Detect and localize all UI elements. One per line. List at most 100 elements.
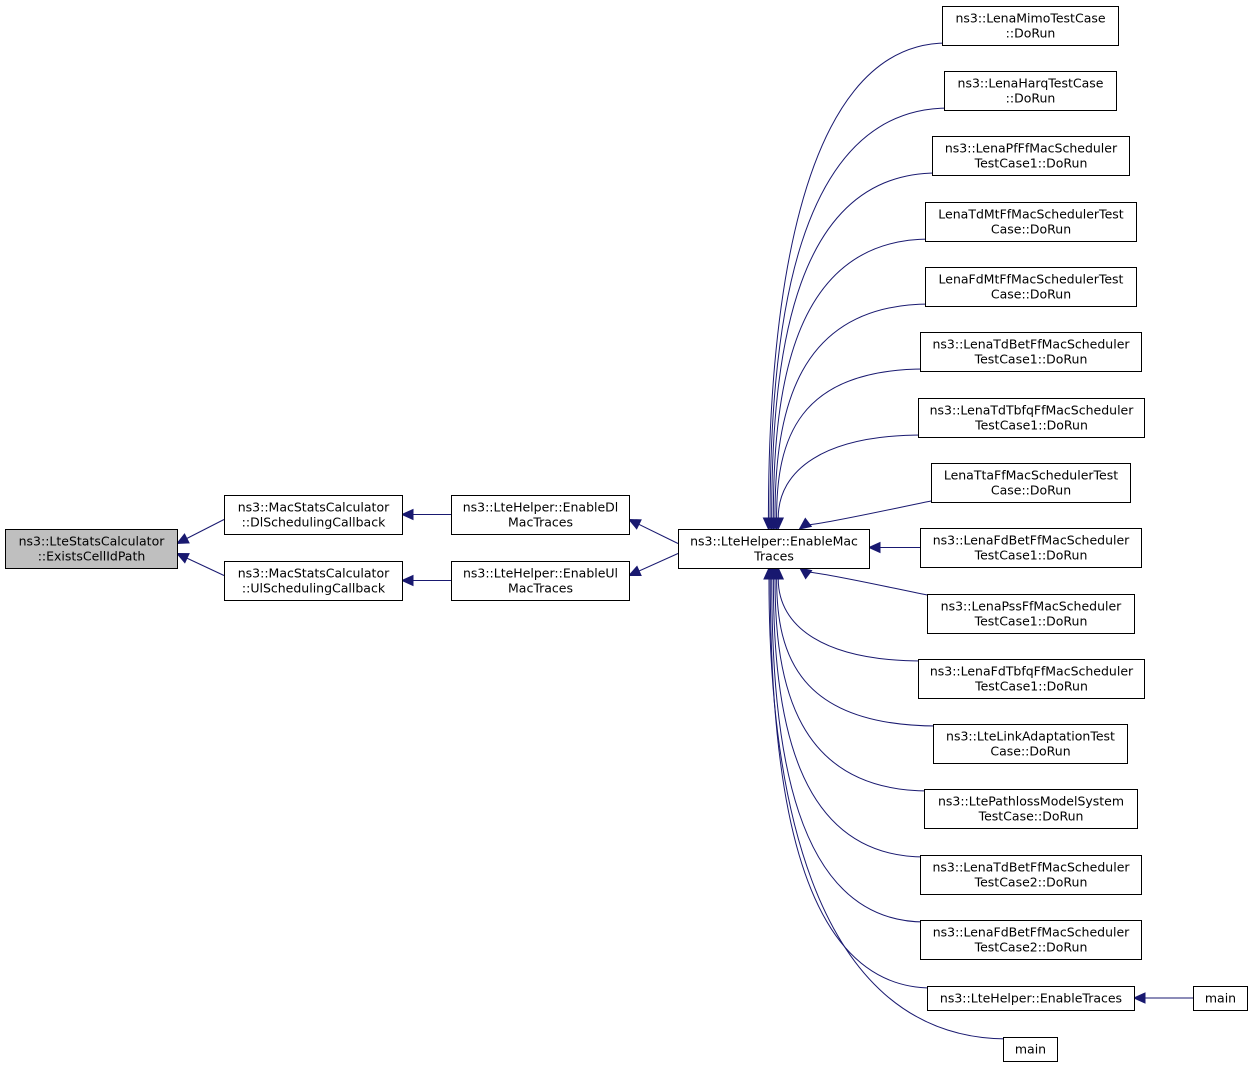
arrowhead xyxy=(627,518,642,530)
node-label: LenaFdMtFfMacSchedulerTest xyxy=(939,272,1124,287)
node-label: TestCase1::DoRun xyxy=(974,156,1088,171)
edge-c9-to-enablemac xyxy=(867,541,920,554)
node-label: TestCase2::DoRun xyxy=(974,940,1088,955)
node-box xyxy=(920,920,1142,960)
edge-enabledl-to-dlsched xyxy=(400,508,451,521)
node-c15[interactable]: ns3::LenaFdBetFfMacSchedulerTestCase2::D… xyxy=(920,920,1142,960)
node-box xyxy=(942,6,1119,46)
edge-enablemac-to-enabledl xyxy=(627,518,679,544)
edge-line xyxy=(772,238,931,519)
edge-main1-to-enabletraces xyxy=(1132,992,1193,1004)
node-box xyxy=(944,71,1117,111)
node-c3[interactable]: ns3::LenaPfFfMacSchedulerTestCase1::DoRu… xyxy=(932,136,1130,176)
arrowhead xyxy=(1132,992,1146,1004)
node-box xyxy=(5,529,178,569)
edge-c4-to-enablemac xyxy=(767,238,931,531)
node-label: Case::DoRun xyxy=(991,287,1071,302)
edge-line xyxy=(807,499,937,526)
edge-c7-to-enablemac xyxy=(772,434,924,531)
node-box xyxy=(224,561,403,601)
edge-c13-to-enablemac xyxy=(769,566,930,792)
node-c6[interactable]: ns3::LenaTdBetFfMacSchedulerTestCase1::D… xyxy=(920,332,1142,372)
edge-c8-to-enablemac xyxy=(798,499,937,530)
node-label: main xyxy=(1205,991,1236,1006)
edge-line xyxy=(777,578,924,662)
node-box xyxy=(927,986,1135,1011)
node-label: ns3::LteStatsCalculator xyxy=(19,534,166,549)
node-box xyxy=(920,332,1142,372)
nodes-layer: ns3::LteStatsCalculator::ExistsCellIdPat… xyxy=(5,6,1248,1062)
node-label: ns3::LteHelper::EnableTraces xyxy=(940,991,1122,1006)
node-label: ns3::MacStatsCalculator xyxy=(238,500,390,515)
node-label: ns3::LenaTdBetFfMacScheduler xyxy=(932,337,1130,352)
node-main2[interactable]: main xyxy=(1003,1037,1058,1062)
node-box xyxy=(224,495,403,535)
node-label: ns3::LenaFdBetFfMacScheduler xyxy=(933,925,1130,940)
node-label: ns3::LenaHarqTestCase xyxy=(958,76,1104,91)
node-label: ns3::LteHelper::EnableMac xyxy=(690,534,858,549)
node-c7[interactable]: ns3::LenaTdTbfqFfMacSchedulerTestCase1::… xyxy=(918,398,1145,438)
node-label: ns3::LenaPfFfMacScheduler xyxy=(945,141,1118,156)
edge-line xyxy=(769,578,933,989)
node-label: TestCase1::DoRun xyxy=(974,418,1088,433)
node-label: TestCase1::DoRun xyxy=(974,352,1088,367)
edge-c10-to-enablemac xyxy=(798,567,933,597)
arrowhead xyxy=(763,566,775,580)
edge-c5-to-enablemac xyxy=(769,303,931,531)
node-box xyxy=(925,267,1137,307)
node-label: ::DlSchedulingCallback xyxy=(242,515,386,530)
node-box xyxy=(1003,1037,1058,1062)
node-label: ns3::LteHelper::EnableUl xyxy=(463,566,618,581)
node-label: ns3::LenaTdBetFfMacScheduler xyxy=(932,860,1130,875)
edge-enabletraces-to-enablemac xyxy=(764,566,933,989)
node-label: Case::DoRun xyxy=(991,222,1071,237)
edge-line xyxy=(769,107,950,519)
node-label: ::ExistsCellIdPath xyxy=(38,549,146,564)
edge-main2-to-enablemac xyxy=(763,566,1009,1040)
edge-line xyxy=(776,578,939,727)
node-enabletraces[interactable]: ns3::LteHelper::EnableTraces xyxy=(927,986,1135,1011)
arrowhead xyxy=(798,517,813,530)
node-c2[interactable]: ns3::LenaHarqTestCase::DoRun xyxy=(944,71,1117,111)
node-c1[interactable]: ns3::LenaMimoTestCase::DoRun xyxy=(942,6,1119,46)
edge-c6-to-enablemac xyxy=(770,368,926,531)
node-dlsched[interactable]: ns3::MacStatsCalculator::DlSchedulingCal… xyxy=(224,495,403,535)
edge-line xyxy=(774,303,931,519)
node-box xyxy=(678,529,870,569)
node-root[interactable]: ns3::LteStatsCalculator::ExistsCellIdPat… xyxy=(5,529,178,569)
node-label: Case::DoRun xyxy=(991,483,1071,498)
node-ulsched[interactable]: ns3::MacStatsCalculator::UlSchedulingCal… xyxy=(224,561,403,601)
node-label: ::UlSchedulingCallback xyxy=(242,581,386,596)
node-label: TestCase1::DoRun xyxy=(974,548,1088,563)
edges-layer xyxy=(175,42,1193,1040)
arrowhead xyxy=(175,552,190,564)
edge-line xyxy=(777,434,924,519)
node-box xyxy=(920,528,1142,568)
node-c14[interactable]: ns3::LenaTdBetFfMacSchedulerTestCase2::D… xyxy=(920,855,1142,895)
node-label: ns3::LenaFdBetFfMacScheduler xyxy=(933,533,1130,548)
node-label: ns3::LenaTdTbfqFfMacScheduler xyxy=(930,403,1135,418)
edge-line xyxy=(807,571,933,597)
node-label: MacTraces xyxy=(508,515,573,530)
node-c13[interactable]: ns3::LtePathlossModelSystemTestCase::DoR… xyxy=(924,789,1138,829)
edge-c1-to-enablemac xyxy=(762,42,948,531)
edge-line xyxy=(772,578,926,858)
node-main1[interactable]: main xyxy=(1193,986,1248,1011)
node-label: TestCase2::DoRun xyxy=(974,875,1088,890)
node-box xyxy=(1193,986,1248,1011)
node-box xyxy=(924,789,1138,829)
arrowhead xyxy=(400,574,414,587)
node-label: main xyxy=(1015,1042,1046,1057)
node-c11[interactable]: ns3::LenaFdTbfqFfMacSchedulerTestCase1::… xyxy=(918,659,1145,699)
node-box xyxy=(451,495,630,535)
node-c9[interactable]: ns3::LenaFdBetFfMacSchedulerTestCase1::D… xyxy=(920,528,1142,568)
node-c10[interactable]: ns3::LenaPssFfMacSchedulerTestCase1::DoR… xyxy=(927,594,1135,634)
